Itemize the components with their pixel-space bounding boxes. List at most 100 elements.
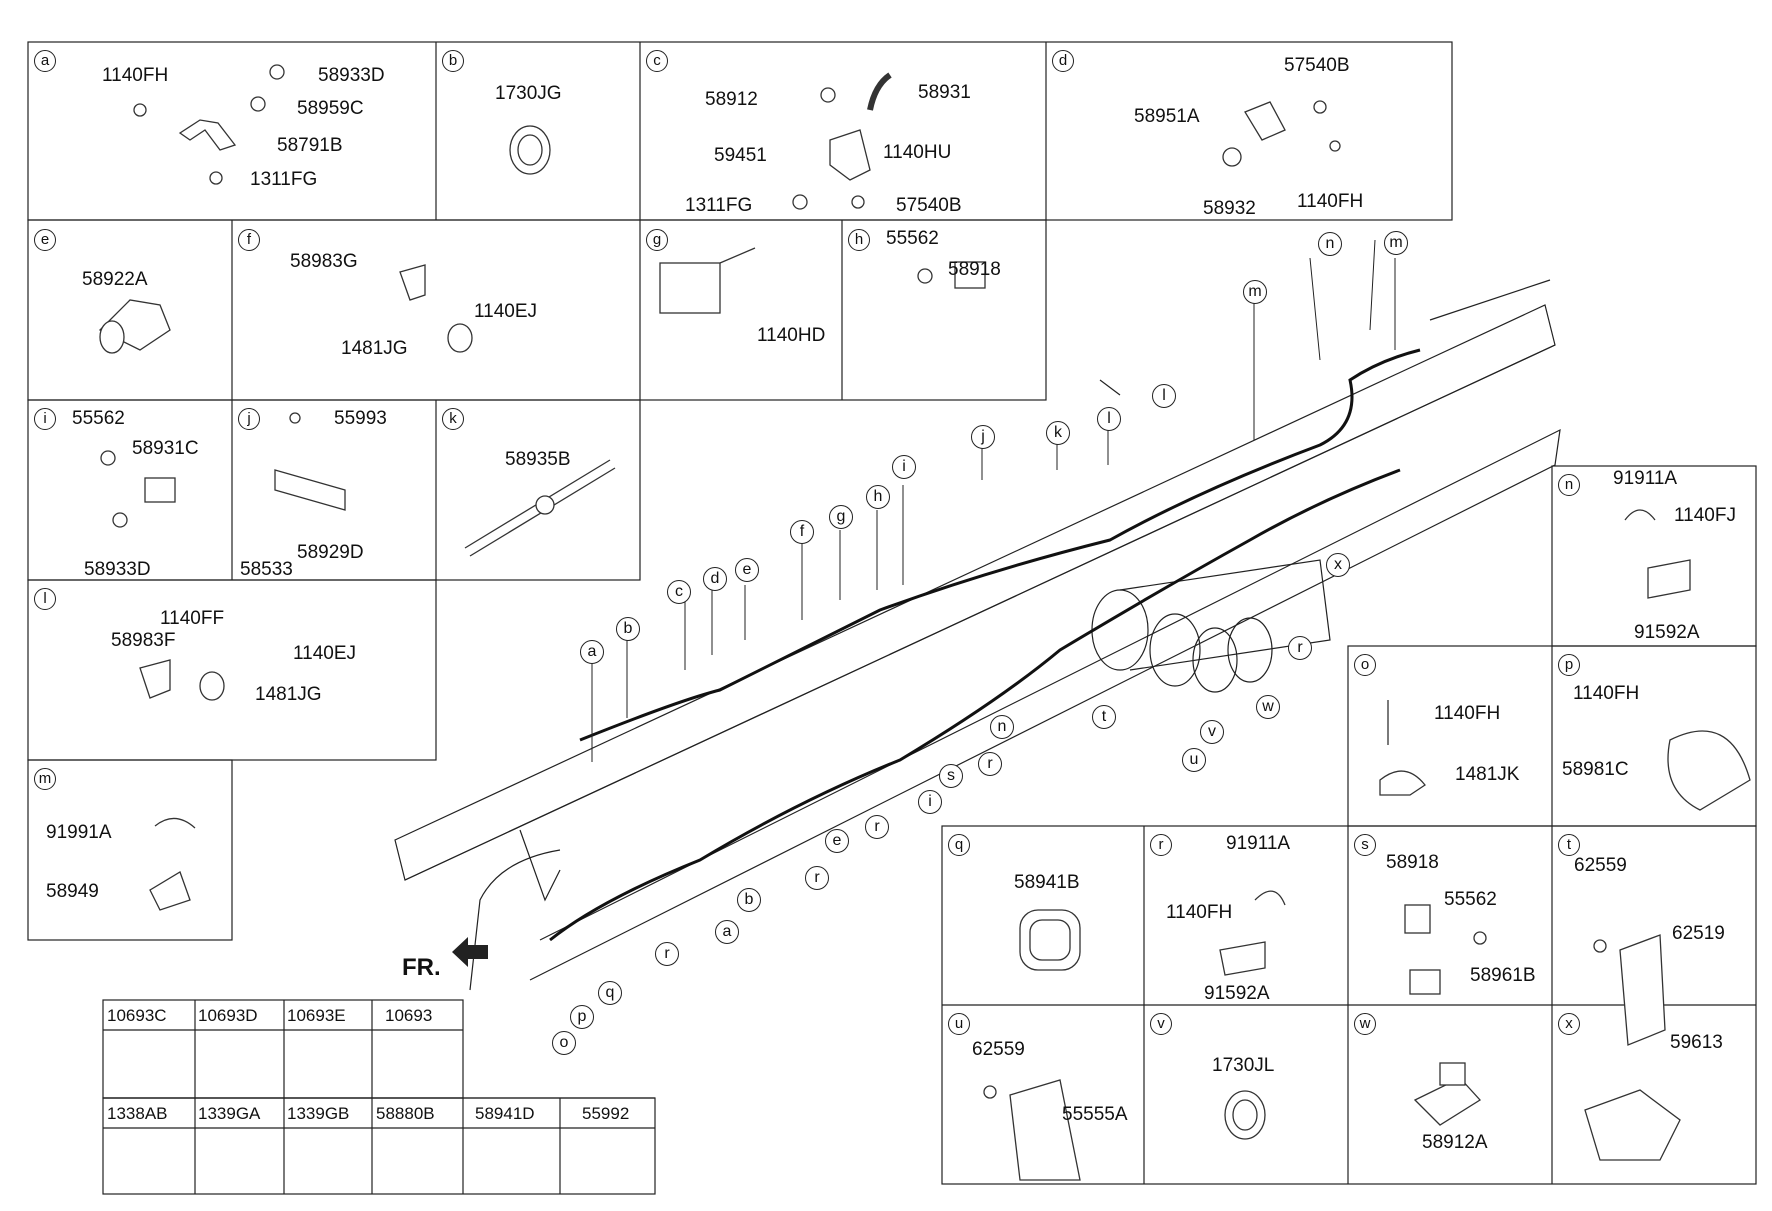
part-label: 58961B [1470,965,1536,986]
part-label: 58912A [1422,1132,1488,1153]
part-label: 91911A [1613,468,1678,489]
part-label: 58949 [46,881,99,902]
panel-w-letter: w [1354,1013,1376,1035]
panel-i-letter: i [34,408,56,430]
part-label: 1140FH [1434,703,1501,724]
callout-k: k [1046,421,1070,445]
panel-b-letter: b [442,50,464,72]
table-cell: 10693E [287,1006,346,1025]
callout-m-1: m [1243,280,1267,304]
panel-e-letter: e [34,229,56,251]
panel-x-letter: x [1558,1013,1580,1035]
table-cell: 1339GA [198,1104,261,1123]
callout-n-top: n [1318,232,1342,256]
callout-r-2: r [805,866,829,890]
front-direction-label: FR. [402,954,441,981]
part-label: 91592A [1204,983,1270,1004]
callout-u: u [1182,748,1206,772]
part-label: 58922A [82,269,148,290]
panel-a-letter: a [34,50,56,72]
callout-r-4: r [978,752,1002,776]
part-label: 57540B [896,195,962,216]
panel-c-letter: c [646,50,668,72]
part-label: 55993 [334,408,387,429]
part-label: 58935B [505,449,571,470]
part-label: 62559 [972,1039,1025,1060]
panel-l-letter: l [34,588,56,610]
callout-o: o [552,1031,576,1055]
table-cell: 10693 [385,1006,433,1025]
panel-p-letter: p [1558,654,1580,676]
callout-h: h [866,485,890,509]
callout-r-5: r [1288,636,1312,660]
table-cell: 58941D [475,1104,535,1123]
table-cell: 10693D [198,1006,258,1025]
table-cell: 1338AB [107,1104,168,1123]
part-label: 58929D [297,542,364,563]
part-label: 58918 [948,259,1001,280]
callout-i-top: i [892,455,916,479]
panel-t-letter: t [1558,834,1580,856]
callout-d: d [703,567,727,591]
part-label: 59613 [1670,1032,1723,1053]
part-label: 1481JK [1455,764,1520,785]
panel-h-letter: h [848,229,870,251]
part-label: 55562 [886,228,939,249]
panel-f-letter: f [238,229,260,251]
part-label: 1140EJ [293,643,357,664]
callout-e: e [735,558,759,582]
callout-w: w [1256,695,1280,719]
part-label: 1140FH [102,65,169,86]
part-label: 62519 [1672,923,1725,944]
part-label: 55562 [1444,889,1497,910]
callout-x: x [1326,553,1350,577]
part-label: 58983G [290,251,358,272]
part-label: 58931C [132,438,199,459]
callout-e-low: e [825,829,849,853]
callout-j: j [971,425,995,449]
panel-g-letter: g [646,229,668,251]
part-label: 1730JG [495,83,562,104]
part-label: 55555A [1062,1104,1128,1125]
part-label: 58933D [84,559,151,580]
part-label: 62559 [1574,855,1627,876]
callout-c: c [667,580,691,604]
callout-q: q [598,981,622,1005]
callout-a-low: a [715,920,739,944]
part-label: 58918 [1386,852,1439,873]
part-label: 1311FG [250,169,318,190]
table-cell: 58880B [376,1104,435,1123]
callout-g: g [829,505,853,529]
callout-n-mid: n [990,715,1014,739]
panel-j-letter: j [238,408,260,430]
table-cell: 1339GB [287,1104,350,1123]
table-cell: 55992 [582,1104,630,1123]
callout-t: t [1092,705,1116,729]
part-label: 58941B [1014,872,1080,893]
part-label: 1140HU [883,142,952,163]
part-label: 58933D [318,65,385,86]
part-label: 58932 [1203,198,1256,219]
part-label: 58912 [705,89,758,110]
part-label: 1140FH [1297,191,1364,212]
panel-d-letter: d [1052,50,1074,72]
panel-k-letter: k [442,408,464,430]
part-label: 1140HD [757,325,826,346]
panel-m-letter: m [34,768,56,790]
callout-r-1: r [655,942,679,966]
part-label: 1481JG [255,684,322,705]
callout-b: b [616,617,640,641]
callout-l-2: l [1152,384,1176,408]
callout-b-low: b [737,888,761,912]
part-label: 58791B [277,135,343,156]
callout-s: s [939,764,963,788]
part-label: 1140FH [1573,683,1640,704]
callout-v: v [1200,720,1224,744]
callout-f: f [790,520,814,544]
part-label: 91991A [46,822,112,843]
panel-v-letter: v [1150,1013,1172,1035]
callout-i-low: i [918,790,942,814]
part-label: 1730JL [1212,1055,1275,1076]
callout-p: p [570,1005,594,1029]
